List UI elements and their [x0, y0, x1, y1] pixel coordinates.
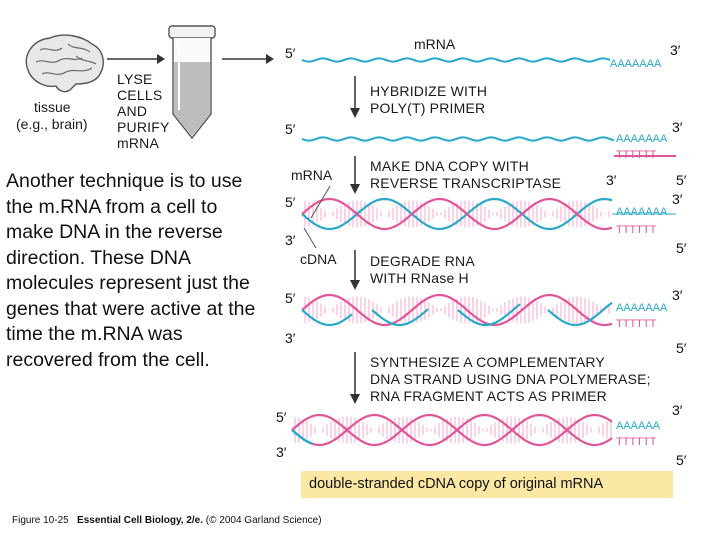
mrna-strand-row2	[302, 137, 614, 140]
step4-line1: SYNTHESIZE A COMPLEMENTARY	[370, 355, 605, 370]
step3-line1: DEGRADE RNA	[370, 254, 475, 269]
row5-left-three-prime: 3′	[276, 444, 286, 460]
step4-line3: RNA FRAGMENT ACTS AS PRIMER	[370, 389, 607, 404]
mrna-top-label: mRNA	[414, 37, 455, 52]
row4-three-prime: 3′	[672, 287, 682, 303]
row2-lower-three-prime: 3′	[606, 172, 616, 188]
row3-right-five-prime: 5′	[676, 240, 686, 256]
process-arrows	[350, 76, 360, 404]
row1-five-prime: 5′	[285, 45, 295, 61]
row5-five-prime: 5′	[276, 409, 286, 425]
row3-poly-t: TTTTTT	[616, 224, 656, 236]
row3-left-three-prime: 3′	[285, 232, 295, 248]
row3-poly-a: AAAAAAA	[616, 206, 667, 218]
row4-poly-t: TTTTTT	[616, 318, 656, 330]
row2-lower-five-prime: 5′	[676, 172, 686, 188]
row4-right-five-prime: 5′	[676, 340, 686, 356]
credit-figure: Figure 10-25	[12, 515, 69, 526]
row3-three-prime: 3′	[672, 191, 682, 207]
row1-three-prime: 3′	[670, 42, 680, 58]
row3-five-prime: 5′	[285, 194, 295, 210]
row1-poly-a: AAAAAAA	[610, 58, 661, 70]
credit-publisher: (© 2004 Garland Science)	[206, 515, 322, 526]
row5-poly-t: TTTTTT	[616, 436, 656, 448]
row5-right-five-prime: 5′	[676, 452, 686, 468]
step2-line2: REVERSE TRANSCRIPTASE	[370, 176, 561, 191]
rna-fragment-row4-2	[372, 309, 428, 325]
row4-left-three-prime: 3′	[285, 330, 295, 346]
step4-line2: DNA STRAND USING DNA POLYMERASE;	[370, 372, 651, 387]
step1-line2: POLY(T) PRIMER	[370, 101, 485, 116]
mrna-strand-row1	[302, 58, 610, 61]
row2-poly-a: AAAAAAA	[616, 133, 667, 145]
cdna-side-label: cDNA	[300, 252, 337, 267]
row5-poly-a: AAAAAA	[616, 420, 660, 432]
cdna-strand-row5-b	[292, 415, 612, 445]
row2-three-prime: 3′	[672, 119, 682, 135]
step3-line2: WITH RNase H	[370, 271, 469, 286]
step2-line1: MAKE DNA COPY WITH	[370, 159, 529, 174]
row5-three-prime: 3′	[672, 402, 682, 418]
credit-book: Essential Cell Biology, 2/e.	[77, 515, 203, 526]
row2-five-prime: 5′	[285, 121, 295, 137]
final-caption: double-stranded cDNA copy of original mR…	[301, 471, 673, 498]
row2-poly-t: TTTTTT	[616, 149, 656, 161]
row4-poly-a: AAAAAAA	[616, 302, 667, 314]
mrna-side-label: mRNA	[291, 168, 332, 183]
step1-line1: HYBRIDIZE WITH	[370, 84, 487, 99]
row4-five-prime: 5′	[285, 290, 295, 306]
cdna-strand-row5-a	[292, 415, 612, 445]
figure-credit: Figure 10-25 Essential Cell Biology, 2/e…	[12, 515, 322, 526]
